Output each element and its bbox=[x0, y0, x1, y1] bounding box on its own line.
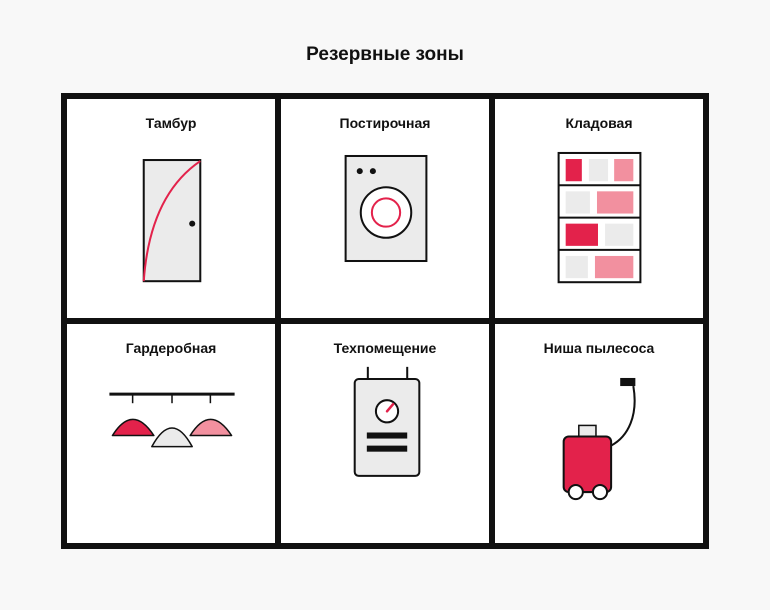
page-title: Резервные зоны bbox=[306, 44, 464, 65]
zone-wardrobe: Гардеробная bbox=[67, 324, 275, 543]
zone-label: Тамбур bbox=[145, 115, 197, 131]
zone-laundry: Постирочная bbox=[281, 99, 489, 318]
vacuum-cleaner-icon bbox=[562, 377, 636, 501]
shelving-icon bbox=[557, 151, 642, 284]
zone-label: Постирочная bbox=[339, 115, 431, 131]
zone-vestibule: Тамбур bbox=[67, 99, 275, 318]
zone-label: Ниша пылесоса bbox=[543, 340, 655, 356]
boiler-icon bbox=[353, 366, 421, 477]
zone-label: Гардеробная bbox=[125, 340, 217, 356]
clothes-rail-icon bbox=[109, 392, 235, 448]
zone-technical-room: Техпомещение bbox=[281, 324, 489, 543]
zone-label: Кладовая bbox=[565, 115, 633, 131]
door-icon bbox=[142, 159, 202, 283]
zones-grid: Тамбур Постирочная Кладовая bbox=[61, 93, 709, 549]
zone-vacuum-niche: Ниша пылесоса bbox=[495, 324, 703, 543]
washing-machine-icon bbox=[344, 154, 428, 263]
zone-storage: Кладовая bbox=[495, 99, 703, 318]
zone-label: Техпомещение bbox=[333, 340, 437, 356]
